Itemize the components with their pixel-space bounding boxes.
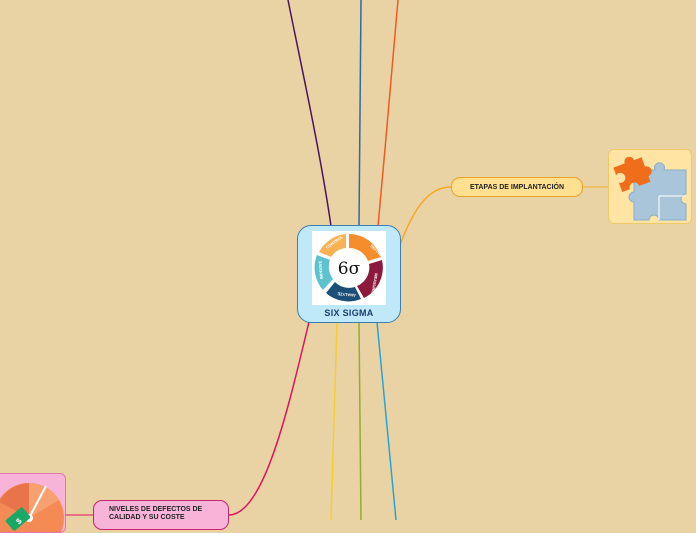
- branch-line-green: [358, 321, 362, 520]
- branch-line-blue: [358, 0, 362, 227]
- branch-line-yellow: [330, 321, 338, 520]
- gauge-icon: $: [0, 483, 64, 532]
- gauge-image-box[interactable]: $: [0, 473, 66, 533]
- six-sigma-cycle-image: 6σ DEFINE MEASURE ANALYZE IMPROVE CONTRO…: [312, 231, 386, 305]
- cycle-step-measure: MEASURE: [370, 273, 378, 294]
- topic-niveles-label-line1: NIVELES DE DEFECTOS DE: [109, 506, 203, 513]
- cycle-step-improve: IMPROVE: [317, 260, 324, 279]
- puzzle-image-box[interactable]: [608, 149, 692, 224]
- topic-niveles-label-line2: CALIDAD Y SU COSTE: [109, 514, 185, 521]
- branch-line-purple: [287, 0, 332, 227]
- cycle-step-analyze: ANALYZE: [337, 291, 356, 298]
- topic-etapas-implantacion[interactable]: ETAPAS DE IMPLANTACIÓN: [451, 177, 583, 197]
- central-topic[interactable]: 6σ DEFINE MEASURE ANALYZE IMPROVE CONTRO…: [297, 225, 401, 323]
- branch-connectors: [66, 0, 608, 520]
- branch-line-orange-red: [377, 0, 399, 227]
- central-topic-label: SIX SIGMA: [324, 308, 374, 318]
- six-sigma-symbol: 6σ: [338, 259, 361, 279]
- puzzle-icon: [613, 156, 687, 221]
- topic-etapas-label: ETAPAS DE IMPLANTACIÓN: [469, 183, 565, 191]
- branch-line-cyan: [376, 321, 397, 520]
- branch-line-pink: [228, 321, 310, 516]
- branch-line-etapas: [399, 186, 452, 246]
- topic-niveles-defectos[interactable]: NIVELES DE DEFECTOS DE CALIDAD Y SU COST…: [93, 500, 229, 530]
